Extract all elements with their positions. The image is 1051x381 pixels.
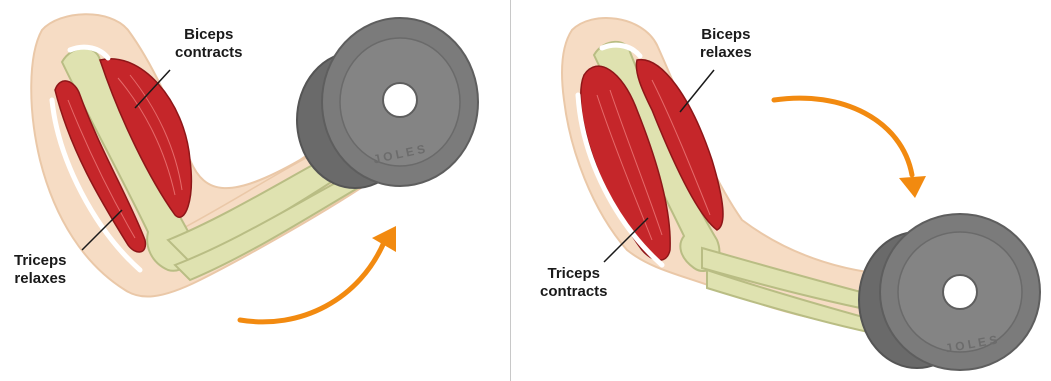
- panel-biceps-contracts: J O L E S Biceps contracts Triceps relax…: [0, 0, 510, 381]
- triceps-label: Triceps contracts: [540, 265, 608, 301]
- extended-arm-illustration: J O L E S: [512, 0, 1051, 381]
- biceps-label: Biceps contracts: [175, 26, 243, 62]
- weight-hole: [943, 275, 977, 309]
- motion-arrow-up: [240, 240, 385, 322]
- weight-hole: [383, 83, 417, 117]
- panel-divider: [510, 0, 511, 381]
- motion-arrow-down: [774, 98, 912, 175]
- panel-triceps-contracts: J O L E S Biceps relaxes Triceps contrac…: [512, 0, 1051, 381]
- triceps-label: Triceps relaxes: [14, 252, 67, 288]
- flexed-arm-illustration: J O L E S: [0, 0, 510, 381]
- biceps-leader-line: [680, 70, 714, 112]
- biceps-label: Biceps relaxes: [700, 26, 752, 62]
